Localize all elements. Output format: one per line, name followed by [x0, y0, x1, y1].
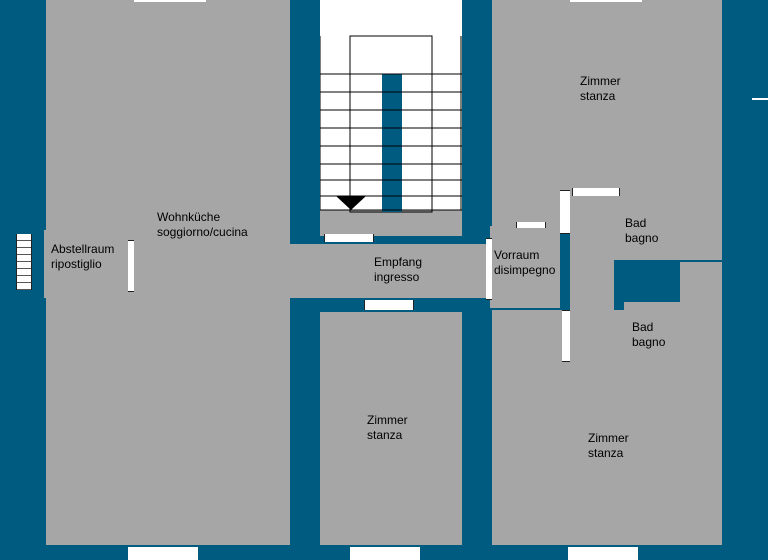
- label-wohnkueche: Wohnküche soggiorno/cucina: [157, 210, 248, 239]
- label-zimmer-mitte: Zimmer stanza: [367, 413, 408, 442]
- room-bad-oben-left: [570, 260, 614, 272]
- door-bad-oben: [560, 190, 570, 234]
- room-bad-oben: [570, 196, 722, 260]
- door-bad-oben-top: [572, 188, 620, 196]
- label-zimmer-nord: Zimmer stanza: [580, 74, 621, 103]
- window-abstellraum: [16, 234, 32, 290]
- room-empfang: [290, 244, 490, 298]
- label-vorraum: Vorraum disimpegno: [494, 248, 556, 277]
- room-bad-unten-corner: [680, 262, 722, 302]
- room-zimmer-sued-upper: [492, 310, 560, 372]
- label-bad-unten: Bad bagno: [632, 320, 666, 349]
- room-vorraum: [490, 226, 560, 308]
- window-bottom-middle: [350, 547, 420, 560]
- label-bad-oben: Bad bagno: [625, 216, 659, 245]
- room-zimmer-sued-lower: [492, 372, 722, 545]
- door-stair: [324, 234, 374, 242]
- label-zimmer-sued: Zimmer stanza: [588, 431, 629, 460]
- window-bottom-right: [568, 547, 638, 560]
- room-abstellraum: [44, 230, 132, 298]
- door-abstellraum: [128, 240, 134, 292]
- stair-direction-arrow: [336, 196, 366, 210]
- window-right-edge: [752, 98, 768, 100]
- window-top-right: [570, 0, 642, 2]
- room-zimmer-mitte: [320, 312, 462, 545]
- window-bottom-left: [128, 547, 198, 560]
- door-zimmer-mitte: [364, 300, 414, 310]
- label-abstellraum: Abstellraum ripostiglio: [51, 242, 115, 271]
- door-bad-unten: [562, 310, 570, 362]
- staircase: [320, 0, 462, 236]
- door-vorraum-top: [516, 222, 546, 228]
- window-top-left: [134, 0, 206, 2]
- door-vorraum: [486, 238, 492, 300]
- label-empfang: Empfang ingresso: [374, 255, 423, 284]
